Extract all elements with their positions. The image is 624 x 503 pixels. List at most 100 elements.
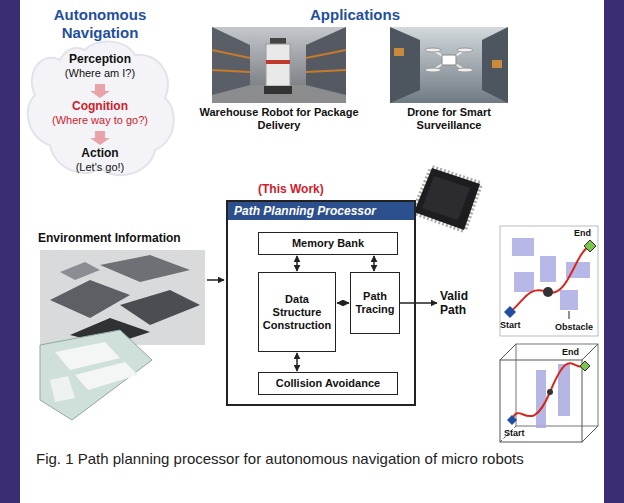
map-2d [560,290,578,310]
input-arrow [207,279,224,281]
drone-photo [425,48,441,52]
section-heading: Autonomous Navigation [30,6,170,42]
map-2d [514,272,534,292]
stage-name: Action [20,146,180,160]
map-2d [500,226,598,336]
map-3d [580,361,590,371]
map-2d [500,226,598,336]
map-label: End [574,228,598,239]
floor-plan [50,376,75,402]
flow-arrow [90,131,110,145]
map-2d [512,238,534,256]
process-box: Path Tracing [350,272,400,334]
page-ground [20,0,604,503]
drone-photo [390,27,508,103]
drone-photo [482,27,508,103]
stage-note: (Where way to go?) [20,114,180,127]
process-box: Data Structure Construction [258,272,336,352]
chip [414,168,480,230]
chip [414,168,480,230]
input-arrow [207,280,224,281]
stage-note: (Let's go!) [20,161,180,174]
floor-plan [40,330,152,420]
warehouse-photo [264,86,292,94]
map-3d [500,360,582,442]
map-3d [512,363,585,420]
warehouse-photo [212,27,346,103]
chip [422,176,470,220]
warehouse-photo [266,60,290,64]
floor-plan [40,330,152,420]
environment-render [100,255,190,282]
block-name: Collision Avoidance [276,377,380,390]
connector-arrow [296,256,298,271]
map-3d [547,389,553,395]
map-3d [536,370,546,428]
block-name: Path Tracing [354,290,396,316]
output-label: Valid Path [440,289,476,318]
drone-photo [457,48,473,52]
drone-photo [390,27,508,103]
drone-photo [390,27,420,103]
map-label: End [562,347,586,358]
photo-caption: Warehouse Robot for Package Delivery [199,106,359,132]
warehouse-photo [212,27,346,103]
environment-render [40,250,205,345]
map-3d [582,426,598,442]
warehouse-photo [306,70,346,72]
input-label: Environment Information [38,231,218,245]
stage-note: (Where am I?) [20,67,180,80]
block-name: Memory Bank [292,237,364,250]
warehouse-photo [306,50,346,58]
work-tag: (This Work) [258,182,358,196]
process-box: Memory Bank [258,232,398,255]
map-3d [516,344,598,426]
stage-name: Cognition [20,99,180,113]
map-3d [500,344,516,360]
map-label: Start [504,428,534,439]
map-3d [500,344,598,442]
warehouse-photo [306,27,346,95]
environment-render [60,262,100,280]
warehouse-photo [212,27,250,95]
map-2d [584,240,596,252]
map-2d [510,246,590,312]
drone-photo [442,55,456,65]
flow-arrow [90,84,110,98]
drone-photo [425,68,441,72]
environment-render [40,250,205,345]
map-2d [504,306,516,318]
process-box: Collision Avoidance [258,372,398,395]
output-arrow [400,302,437,304]
map-label: Obstacle [555,322,599,333]
connector-arrow [373,256,375,271]
warehouse-photo [212,50,250,58]
drone-photo [492,60,502,68]
environment-render [50,280,130,318]
processor-title: Path Planning Processor [228,202,414,220]
block-name: Data Structure Construction [262,293,332,332]
map-2d [543,287,553,297]
floor-plan [75,362,138,390]
connector-arrow [337,302,349,304]
section-heading: Applications [280,6,430,24]
map-3d [582,344,598,360]
warehouse-photo [266,44,290,86]
environment-render [120,290,200,325]
floor-plan [55,342,120,370]
drone-photo [394,48,404,56]
map-3d [507,415,517,425]
stage-name: Perception [20,52,180,66]
processor-box: Path Planning ProcessorMemory BankData S… [226,200,416,406]
warehouse-photo [212,70,250,72]
map-label: Start [500,320,530,331]
output-arrow [400,303,437,304]
chip [414,168,480,230]
drone-photo [457,68,473,72]
photo-caption: Drone for Smart Surveillance [387,106,511,132]
map-2d [569,311,570,319]
figure-caption: Fig. 1 Path planning processor for auton… [36,449,576,469]
